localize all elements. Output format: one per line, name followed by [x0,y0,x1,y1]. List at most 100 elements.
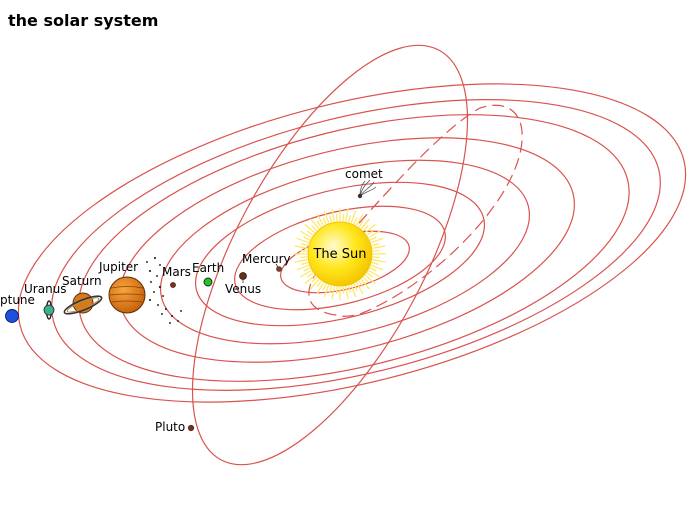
sun-label: The Sun [312,247,366,262]
sun-ray [372,256,380,259]
orbit-uranus [51,99,661,391]
sun-ray [303,267,311,272]
comet-tail [359,179,377,197]
sun-ray [345,208,349,222]
sun-ray [306,272,314,278]
sun-ray [358,280,364,288]
sun-ray [369,236,377,241]
sun-ray [299,269,312,278]
sun-ray [360,278,371,290]
sun-ray [328,215,333,223]
sun: The Sun [294,208,386,300]
saturn: Saturn [62,274,103,315]
sun-ray [366,230,374,236]
sun-ray [316,282,325,295]
sun-ray [316,280,322,288]
pluto-label: Pluto [155,420,185,434]
orbit-earth [194,181,486,327]
sun-ray [372,245,386,249]
comet-label: comet [345,167,383,181]
sun-ray [368,230,381,239]
sun-ray [362,276,369,283]
sun-ray [350,210,357,224]
sun-ray [347,215,352,223]
sun-ray [323,210,330,224]
mars: Mars [162,265,191,288]
sun-ray [309,278,320,290]
sun-ray [299,230,312,239]
sun-ray [300,256,308,259]
sun-ray [331,286,335,300]
jupiter-label: Jupiter [98,260,138,274]
mercury: Mercury [242,252,291,272]
jupiter: Jupiter [98,260,146,314]
sun-ray [335,214,338,222]
sun-ray [296,264,310,271]
comet: comet [345,167,383,199]
mars-label: Mars [162,265,191,279]
sun-ray [304,223,316,234]
venus-label: Venus [225,282,261,296]
sun-ray [353,283,358,291]
sun-ray [370,237,384,244]
diagram-title: the solar system [8,11,159,30]
sun-ray [366,272,374,278]
orbit-mars [159,159,531,345]
sun-ray [331,208,335,222]
neptune-label: ptune [0,293,35,307]
uranus: Uranus [24,282,67,320]
sun-ray [345,286,349,300]
earth-label: Earth [192,261,224,275]
sun-ray [311,225,318,232]
saturn-label: Saturn [62,274,102,288]
sun-ray [309,218,320,230]
venus: Venus [225,272,261,296]
orbit-pluto [191,44,469,466]
sun-ray [294,259,308,263]
sun-ray [360,218,371,230]
mercury-label: Mercury [242,252,291,266]
sun-ray [316,213,325,226]
sun-ray [364,223,376,234]
sun-ray [355,213,364,226]
sun-rays [294,208,386,300]
sun-ray [368,269,381,278]
sun-ray [372,259,386,263]
sun-ray [372,249,380,252]
sun-ray [355,282,364,295]
asteroid-belt [146,256,182,324]
sun-ray [311,276,318,283]
sun-ray [306,230,314,236]
sun-ray [294,245,308,249]
sun-ray [335,286,338,294]
sun-ray [322,217,327,225]
sun-ray [342,214,345,222]
sun-ray [371,261,379,266]
sun-ray [316,220,322,228]
pluto: Pluto [155,420,195,434]
sun-ray [371,242,379,247]
sun-ray [303,236,311,241]
sun-ray [353,217,358,225]
sun-ray [369,267,377,272]
sun-ray [300,249,308,252]
sun-ray [328,285,333,293]
uranus-label: Uranus [24,282,67,296]
sun-ray [358,220,364,228]
sun-ray [304,274,316,285]
orbit-saturn [78,114,630,382]
sun-ray [323,284,330,298]
neptune: ptune [0,293,35,323]
sun-ray [322,283,327,291]
comet-orbit [308,104,523,317]
sun-ray [362,225,369,232]
sun-ray [347,285,352,293]
sun-ray [301,242,309,247]
sun-ray [342,286,345,294]
earth: Earth [192,261,224,287]
sun-ray [350,284,357,298]
sun-ray [296,237,310,244]
sun-ray [370,264,384,271]
